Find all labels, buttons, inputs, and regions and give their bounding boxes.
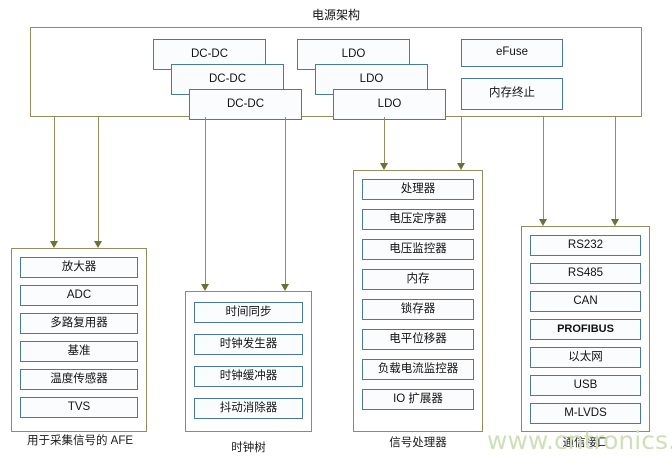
clock-tree-block: 时间同步 时钟发生器 时钟缓冲器 抖动消除器 bbox=[185, 291, 312, 432]
connector-comm-1 bbox=[543, 117, 545, 221]
clock-tree-caption: 时钟树 bbox=[231, 442, 266, 454]
signal-item-2[interactable]: 电压监控器 bbox=[362, 239, 474, 260]
arrowhead-afe-1 bbox=[50, 241, 58, 248]
arrowhead-afe-2 bbox=[94, 241, 102, 248]
signal-item-1[interactable]: 电压定序器 bbox=[362, 209, 474, 230]
arrowhead-clock-1 bbox=[201, 284, 209, 291]
signal-processor-block: 处理器 电压定序器 电压监控器 内存 锁存器 电平位移器 负载电流监控器 IO … bbox=[353, 170, 483, 432]
afe-item-3[interactable]: 基准 bbox=[20, 341, 138, 362]
arrowhead-comm-2 bbox=[611, 219, 619, 226]
connector-afe-1 bbox=[54, 117, 56, 243]
signal-item-3[interactable]: 内存 bbox=[362, 269, 474, 290]
afe-item-4[interactable]: 温度传感器 bbox=[20, 369, 138, 390]
comm-item-5[interactable]: USB bbox=[530, 375, 641, 396]
afe-item-1[interactable]: ADC bbox=[20, 285, 138, 306]
comm-item-3[interactable]: PROFIBUS bbox=[530, 319, 641, 340]
memory-termination-box[interactable]: 内存终止 bbox=[461, 78, 563, 110]
afe-caption: 用于采集信号的 AFE bbox=[26, 435, 134, 447]
connector-signal-1 bbox=[384, 117, 386, 165]
comm-item-0[interactable]: RS232 bbox=[530, 235, 641, 256]
ldo-box-3[interactable]: LDO bbox=[333, 89, 446, 120]
comm-item-1[interactable]: RS485 bbox=[530, 263, 641, 284]
signal-item-0[interactable]: 处理器 bbox=[362, 179, 474, 200]
arrowhead-signal-1 bbox=[380, 163, 388, 170]
clock-item-0[interactable]: 时间同步 bbox=[194, 302, 303, 323]
clock-item-3[interactable]: 抖动消除器 bbox=[194, 398, 303, 419]
connector-clock-1 bbox=[205, 117, 207, 286]
clock-item-2[interactable]: 时钟缓冲器 bbox=[194, 366, 303, 387]
signal-item-6[interactable]: 负载电流监控器 bbox=[362, 359, 474, 380]
power-architecture-block: DC-DC DC-DC DC-DC LDO LDO LDO eFuse 内存终止 bbox=[30, 27, 642, 120]
signal-item-7[interactable]: IO 扩展器 bbox=[362, 389, 474, 410]
diagram-title: 电源架构 bbox=[311, 8, 360, 22]
dcdc-box-3[interactable]: DC-DC bbox=[189, 89, 302, 120]
comm-item-4[interactable]: 以太网 bbox=[530, 347, 641, 368]
comm-item-2[interactable]: CAN bbox=[530, 291, 641, 312]
communication-interface-block: RS232 RS485 CAN PROFIBUS 以太网 USB M-LVDS bbox=[521, 226, 650, 432]
signal-processor-caption: 信号处理器 bbox=[389, 437, 447, 449]
connector-comm-2 bbox=[615, 117, 617, 221]
connector-clock-2 bbox=[285, 117, 287, 286]
connector-signal-2 bbox=[461, 117, 463, 165]
connector-afe-2 bbox=[98, 117, 100, 243]
clock-item-1[interactable]: 时钟发生器 bbox=[194, 334, 303, 355]
efuse-box[interactable]: eFuse bbox=[461, 39, 563, 67]
comm-item-6[interactable]: M-LVDS bbox=[530, 403, 641, 424]
communication-interface-caption: 通信接口 bbox=[562, 437, 609, 449]
afe-item-5[interactable]: TVS bbox=[20, 397, 138, 418]
arrowhead-comm-1 bbox=[539, 219, 547, 226]
afe-item-0[interactable]: 放大器 bbox=[20, 257, 138, 278]
signal-item-4[interactable]: 锁存器 bbox=[362, 299, 474, 320]
signal-item-5[interactable]: 电平位移器 bbox=[362, 329, 474, 350]
arrowhead-clock-2 bbox=[281, 284, 289, 291]
afe-block: 放大器 ADC 多路复用器 基准 温度传感器 TVS bbox=[11, 248, 147, 432]
afe-item-2[interactable]: 多路复用器 bbox=[20, 313, 138, 334]
arrowhead-signal-2 bbox=[457, 163, 465, 170]
